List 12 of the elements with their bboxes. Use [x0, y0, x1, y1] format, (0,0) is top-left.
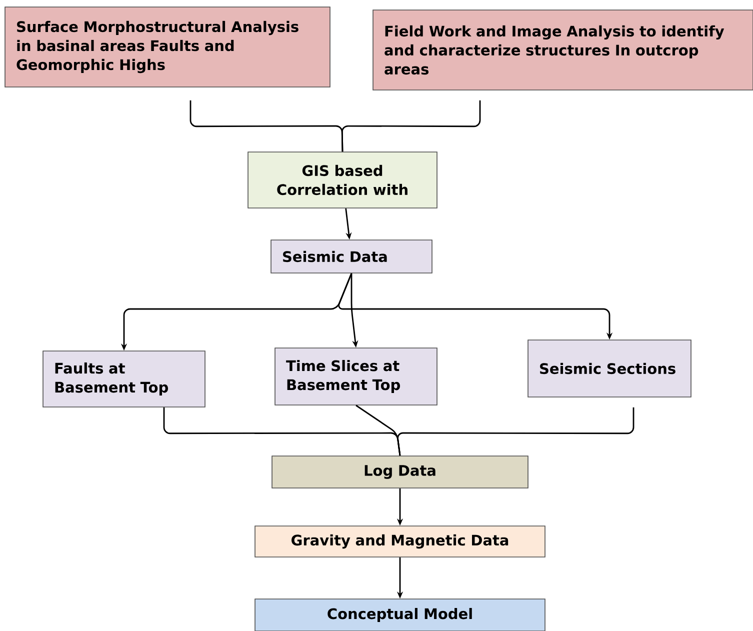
process-box: Conceptual Model	[254, 598, 546, 631]
process-box: Seismic Sections	[528, 340, 692, 398]
connector	[397, 407, 634, 456]
process-box: Field Work and Image Analysis to identify and characterize structures In outcrop areas	[372, 10, 753, 90]
process-box: GIS based Correlation with	[248, 152, 438, 208]
process-box: Seismic Data	[270, 240, 432, 274]
connector	[341, 100, 481, 152]
process-box: Time Slices at Basement Top	[274, 348, 438, 406]
process-box: Log Data	[272, 456, 528, 488]
process-box: Gravity and Magnetic Data	[254, 526, 546, 558]
process-box: Faults at Basement Top	[42, 350, 206, 408]
process-box: Surface Morphostructural Analysis in basinal areas Faults and Geomorphic Highs	[4, 6, 330, 88]
